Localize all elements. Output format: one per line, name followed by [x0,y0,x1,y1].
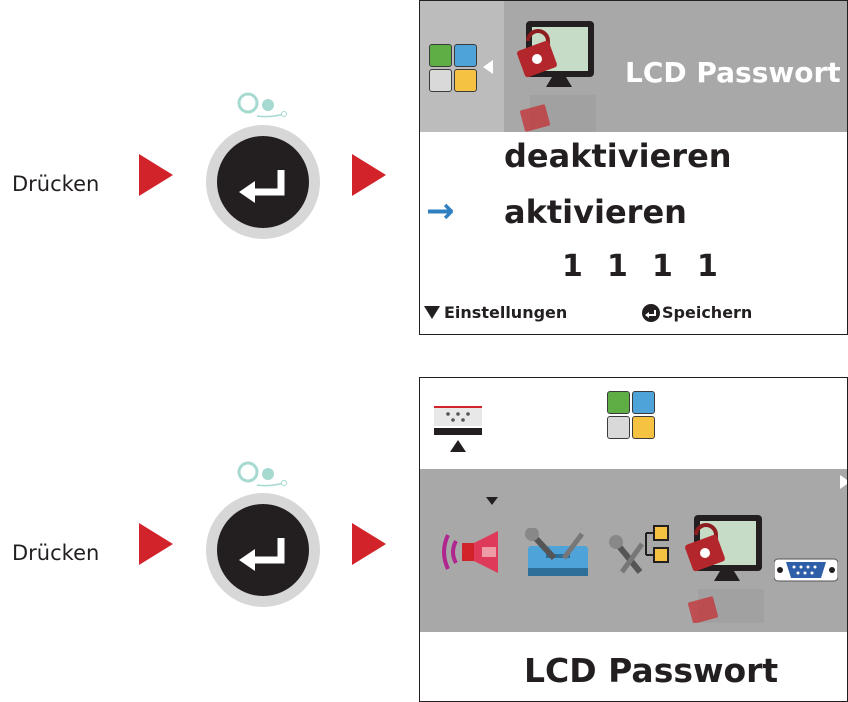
enter-icon [217,136,309,228]
option-deactivate[interactable]: deaktivieren [504,137,732,175]
enter-icon [642,304,660,322]
speaker-icon [438,525,502,579]
press-indicator-icon [237,461,289,491]
press-label: Drücken [12,541,100,565]
enter-button[interactable] [206,125,320,239]
network-tools-icon [608,522,678,582]
printer-tools-icon [524,527,594,580]
arrow-right-icon [139,523,173,565]
enter-icon [217,504,309,596]
lcd-password-icon [680,513,770,624]
media-icon [434,402,484,454]
right-caret-icon [840,475,847,489]
left-caret-icon [483,60,493,74]
password-digit: 1 [607,249,628,284]
password-digit: 1 [697,249,718,284]
menu-title: LCD Passwort [524,651,779,690]
lcd-screen-menu: LCD Passwort [419,377,848,702]
lcd-screen-password: LCD Passwort deaktivieren → aktivieren 1… [419,0,848,335]
footer-save: Speichern [662,303,753,322]
press-indicator-icon [237,92,289,122]
interface-group-icon [428,43,480,95]
serial-port-icon [773,557,839,583]
password-digit: 1 [652,249,673,284]
password-digits: 1 1 1 1 [562,249,722,289]
option-activate[interactable]: aktivieren [504,193,687,231]
arrow-right-icon [352,523,386,565]
arrow-right-icon [352,154,386,196]
press-label: Drücken [12,172,100,196]
interface-group-icon [606,390,658,442]
enter-button[interactable] [206,493,320,607]
arrow-right-icon [139,154,173,196]
password-digit: 1 [562,249,583,284]
down-triangle-icon [424,306,440,319]
down-caret-icon [486,497,498,505]
footer-settings: Einstellungen [444,303,568,322]
selection-arrow-icon: → [426,191,455,231]
lcd-password-icon [516,19,598,132]
screen-title: LCD Passwort [625,56,841,89]
